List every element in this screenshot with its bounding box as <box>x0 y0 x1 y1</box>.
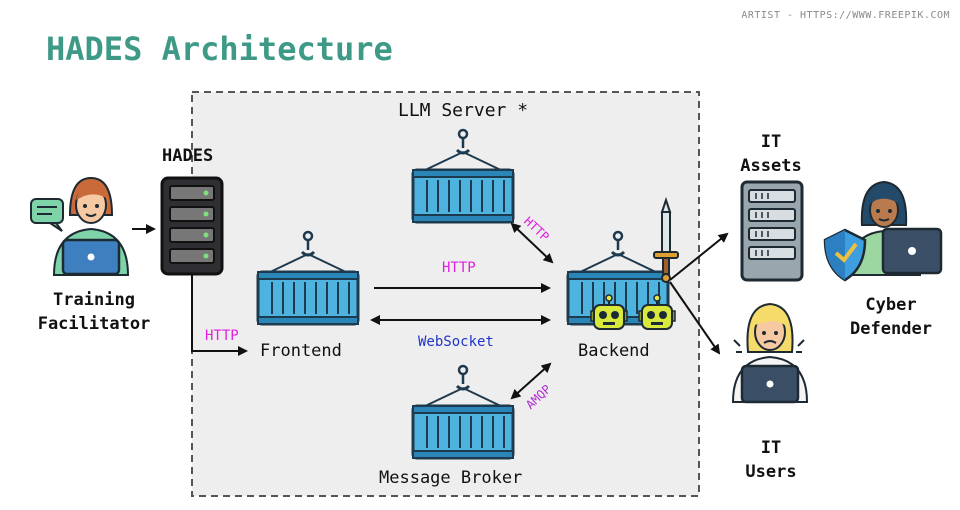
training-facilitator-label: Training Facilitator <box>24 288 164 336</box>
artist-credit: ARTIST - HTTPS://WWW.FREEPIK.COM <box>741 10 950 21</box>
backend-to-users-arrow <box>669 281 721 355</box>
broker-backend-arrow <box>510 362 552 400</box>
hades-frontend-http-label: HTTP <box>205 328 239 344</box>
cyber-defender-line-2: Defender <box>850 319 932 339</box>
llm-backend-arrow <box>510 222 554 264</box>
cyber-defender-label: Cyber Defender <box>836 293 946 341</box>
it-assets-line-2: Assets <box>740 156 802 176</box>
it-users-line-1: IT <box>760 438 782 458</box>
hades-to-frontend-arrow <box>191 274 248 356</box>
training-facilitator-icon <box>30 176 130 276</box>
message-broker-label: Message Broker <box>379 468 523 488</box>
it-assets-line-1: IT <box>760 132 782 152</box>
it-user-icon <box>731 302 809 404</box>
cyber-defender-icon <box>823 180 943 282</box>
sword-icon <box>653 196 679 283</box>
frontend-backend-http-label: HTTP <box>442 260 476 276</box>
llm-server-label: LLM Server * <box>398 100 529 121</box>
cyber-defender-line-1: Cyber <box>865 295 917 315</box>
it-assets-label: IT Assets <box>728 130 814 178</box>
hades-label: HADES <box>162 146 214 166</box>
frontend-label: Frontend <box>260 341 342 361</box>
it-assets-server-icon <box>740 180 804 282</box>
training-facilitator-line-1: Training <box>53 290 135 310</box>
it-users-label: IT Users <box>728 436 814 484</box>
backend-to-assets-arrow <box>669 232 729 281</box>
training-facilitator-line-2: Facilitator <box>37 314 151 334</box>
websocket-label: WebSocket <box>418 334 494 350</box>
page-title: HADES Architecture <box>46 30 393 68</box>
backend-label: Backend <box>578 341 650 361</box>
it-users-line-2: Users <box>745 462 797 482</box>
hades-server-icon <box>160 176 224 276</box>
